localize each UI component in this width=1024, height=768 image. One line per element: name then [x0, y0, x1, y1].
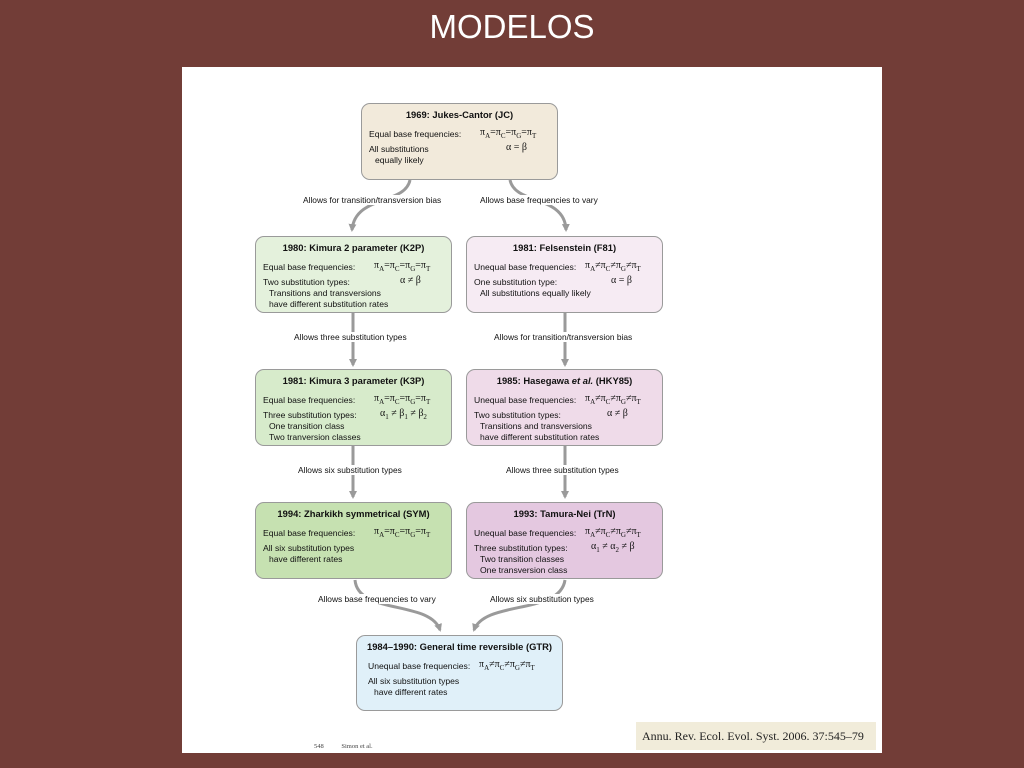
- node-formula: πA≠πC≠πG≠πT: [585, 526, 641, 539]
- node-tamura-nei: 1993: Tamura-Nei (TrN) Unequal base freq…: [466, 502, 663, 579]
- node-line: One transition class: [269, 421, 345, 431]
- node-formula: πA=πC=πG=πT: [374, 260, 431, 273]
- node-formula: πA≠πC≠πG≠πT: [479, 659, 535, 672]
- node-line: have different substitution rates: [269, 299, 389, 309]
- node-formula: α1 ≠ β1 ≠ β2: [380, 408, 427, 421]
- node-line: Equal base frequencies:: [263, 262, 356, 272]
- node-title: 1980: Kimura 2 parameter (K2P): [282, 242, 425, 253]
- node-formula: α ≠ β: [400, 275, 421, 286]
- page-number: 548: [314, 743, 324, 750]
- node-formula: α ≠ β: [607, 408, 628, 419]
- node-formula: πA≠πC≠πG≠πT: [585, 393, 641, 406]
- node-line: Three substitution types:: [263, 410, 357, 420]
- node-line: have different rates: [269, 554, 343, 564]
- node-line: equally likely: [375, 155, 424, 165]
- node-hasegawa: 1985: Hasegawa et al. (HKY85) Unequal ba…: [466, 369, 663, 446]
- citation-box: Annu. Rev. Ecol. Evol. Syst. 2006. 37:54…: [636, 722, 876, 750]
- node-title: 1993: Tamura-Nei (TrN): [513, 508, 616, 519]
- node-formula: α1 ≠ α2 ≠ β: [591, 541, 635, 554]
- slide-title: MODELOS: [429, 8, 595, 45]
- node-title: 1981: Felsenstein (F81): [512, 242, 617, 253]
- node-formula: α = β: [506, 142, 527, 153]
- node-formula: πA≠πC≠πG≠πT: [585, 260, 641, 273]
- node-formula: πA=πC=πG=πT: [374, 526, 431, 539]
- node-jukes-cantor: 1969: Jukes-Cantor (JC) Equal base frequ…: [361, 103, 558, 180]
- node-kimura-3p: 1981: Kimura 3 parameter (K3P) Equal bas…: [255, 369, 452, 446]
- node-line: Equal base frequencies:: [263, 395, 356, 405]
- citation-text: Annu. Rev. Ecol. Evol. Syst. 2006. 37:54…: [642, 729, 864, 743]
- node-line: have different substitution rates: [480, 432, 600, 442]
- node-line: Equal base frequencies:: [369, 129, 462, 139]
- node-title: 1985: Hasegawa et al. (HKY85): [496, 375, 633, 386]
- node-title: 1969: Jukes-Cantor (JC): [405, 109, 514, 120]
- node-line: Two substitution types:: [263, 277, 350, 287]
- node-line: All six substitution types: [263, 543, 355, 553]
- node-line: Unequal base frequencies:: [474, 262, 577, 272]
- page-footer: 548 Simon et al.: [314, 743, 389, 750]
- node-formula: πA=πC=πG=πT: [374, 393, 431, 406]
- node-line: have different rates: [374, 687, 448, 697]
- node-line: Transitions and transversions: [269, 288, 381, 298]
- node-line: All substitutions equally likely: [480, 288, 591, 298]
- node-line: Two transition classes: [480, 554, 565, 564]
- arrow-label-jc-f81: Allows base frequencies to vary: [480, 195, 598, 205]
- arrow-trn-gtr: [472, 579, 567, 632]
- node-line: Two tranversion classes: [269, 432, 361, 442]
- node-line: Equal base frequencies:: [263, 528, 356, 538]
- node-title: 1994: Zharkikh symmetrical (SYM): [277, 508, 430, 519]
- node-line: All substitutions: [369, 144, 429, 154]
- node-line: Transitions and transversions: [480, 421, 592, 431]
- node-zharkikh: 1994: Zharkikh symmetrical (SYM) Equal b…: [255, 502, 452, 579]
- arrow-label-k3p-sym: Allows six substitution types: [298, 465, 402, 475]
- footer-authors: Simon et al.: [341, 743, 373, 750]
- arrow-label-trn-gtr: Allows six substitution types: [490, 594, 594, 604]
- arrow-label-f81-hky: Allows for transition/transversion bias: [494, 332, 633, 342]
- arrow-label-hky-trn: Allows three substitution types: [506, 465, 619, 475]
- arrow-jc-k2p: [348, 179, 412, 232]
- node-line: Unequal base frequencies:: [368, 661, 471, 671]
- arrow-sym-gtr: [353, 579, 442, 632]
- node-kimura-2p: 1980: Kimura 2 parameter (K2P) Equal bas…: [255, 236, 452, 313]
- node-line: Unequal base frequencies:: [474, 395, 577, 405]
- arrow-label-jc-k2p: Allows for transition/transversion bias: [303, 195, 442, 205]
- node-line: One transversion class: [480, 565, 568, 575]
- node-line: All six substitution types: [368, 676, 460, 686]
- node-formula: πA=πC=πG=πT: [480, 127, 537, 140]
- node-title: 1981: Kimura 3 parameter (K3P): [282, 375, 425, 386]
- arrow-label-sym-gtr: Allows base frequencies to vary: [318, 594, 436, 604]
- node-title: 1984–1990: General time reversible (GTR): [367, 641, 552, 652]
- arrow-label-k2p-k3p: Allows three substitution types: [294, 332, 407, 342]
- node-line: Three substitution types:: [474, 543, 568, 553]
- node-line: Unequal base frequencies:: [474, 528, 577, 538]
- node-gtr: 1984–1990: General time reversible (GTR)…: [356, 635, 563, 711]
- node-line: One substitution type:: [474, 277, 558, 287]
- arrow-jc-f81: [508, 179, 570, 232]
- node-formula: α = β: [611, 275, 632, 286]
- node-felsenstein: 1981: Felsenstein (F81) Unequal base fre…: [466, 236, 663, 313]
- node-line: Two substitution types:: [474, 410, 561, 420]
